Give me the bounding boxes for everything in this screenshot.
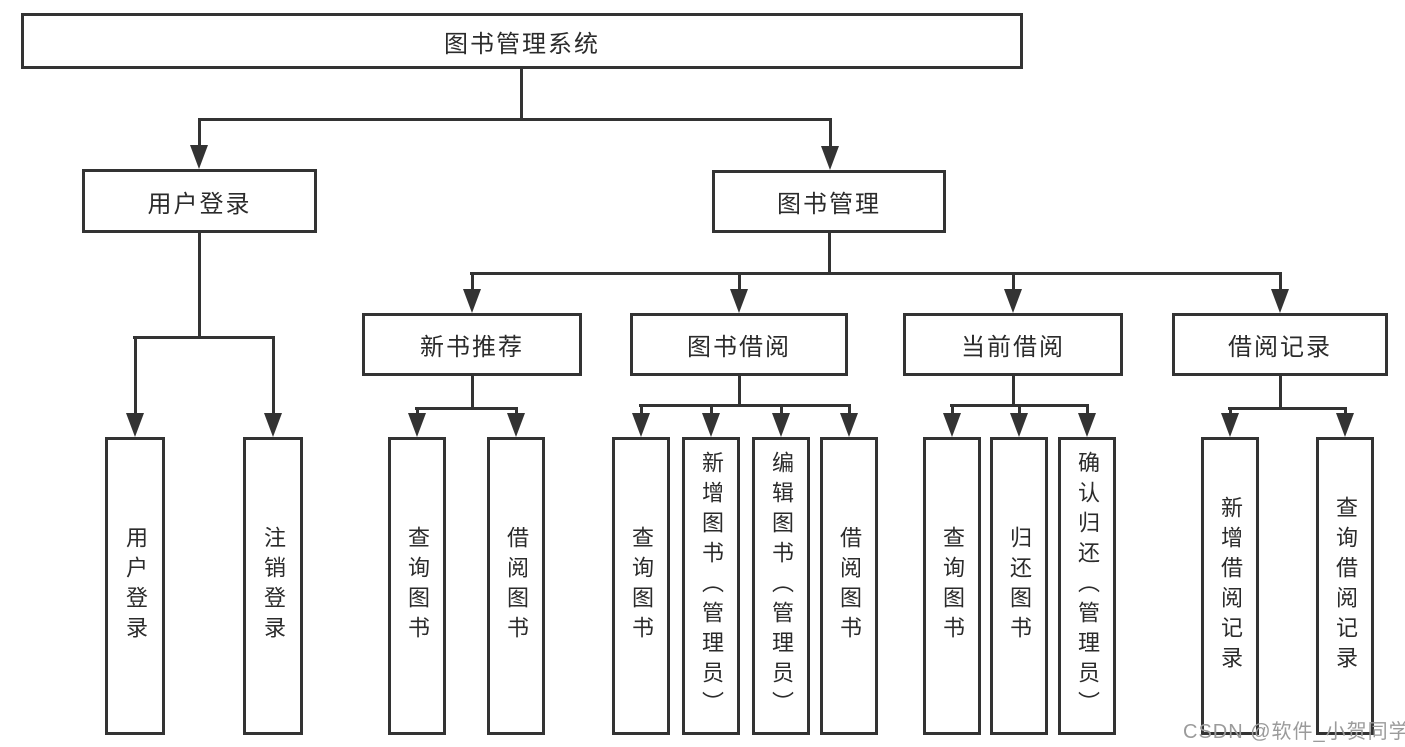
leaf-confirm-return-admin: 确认归还（管理员） <box>1058 437 1116 735</box>
arrowhead-down-icon <box>126 413 144 437</box>
connector-stem <box>1086 404 1089 414</box>
connector-stem <box>780 404 783 414</box>
connector-user-login-stem <box>198 233 201 336</box>
node-book-borrow-label: 图书借阅 <box>687 334 791 361</box>
node-user-login: 用户登录 <box>82 169 317 233</box>
leaf-add-books-admin: 新增图书（管理员） <box>682 437 740 735</box>
leaf-query-books-borrow: 查询图书 <box>612 437 670 735</box>
node-new-book-recommend-label: 新书推荐 <box>420 334 524 361</box>
leaf-user-login: 用户登录 <box>105 437 165 735</box>
connector-stem <box>951 404 954 414</box>
connector-stem <box>738 376 741 404</box>
node-current-borrow-label: 当前借阅 <box>961 334 1065 361</box>
node-user-login-label: 用户登录 <box>147 190 252 218</box>
connector-user-login-rail <box>133 336 275 339</box>
leaf-label: 新增图书（管理员） <box>699 451 724 721</box>
node-root: 图书管理系统 <box>21 13 1023 69</box>
arrowhead-down-icon <box>730 289 748 313</box>
arrowhead-down-icon <box>821 146 839 170</box>
connector-book-mgmt-rail <box>470 272 1282 275</box>
arrowhead-down-icon <box>943 413 961 437</box>
connector-stem <box>1018 404 1021 414</box>
node-new-book-recommend: 新书推荐 <box>362 313 582 376</box>
node-book-management-label: 图书管理 <box>777 191 881 218</box>
leaf-label: 借阅图书 <box>837 526 862 646</box>
connector-rail <box>415 407 518 410</box>
node-book-management: 图书管理 <box>712 170 946 233</box>
leaf-label: 归还图书 <box>1007 526 1032 646</box>
leaf-query-books-current: 查询图书 <box>923 437 981 735</box>
leaf-label: 查询图书 <box>629 526 654 646</box>
connector-stem <box>1012 272 1015 292</box>
connector-rail <box>639 404 851 407</box>
connector-stem <box>1279 272 1282 292</box>
arrowhead-down-icon <box>1221 413 1239 437</box>
arrowhead-down-icon <box>264 413 282 437</box>
leaf-query-borrow-record: 查询借阅记录 <box>1316 437 1374 735</box>
leaf-return-books: 归还图书 <box>990 437 1048 735</box>
arrowhead-down-icon <box>1078 413 1096 437</box>
connector-stem <box>198 118 201 147</box>
arrowhead-down-icon <box>1010 413 1028 437</box>
arrowhead-down-icon <box>463 289 481 313</box>
node-borrow-records: 借阅记录 <box>1172 313 1388 376</box>
leaf-query-books-recommend: 查询图书 <box>388 437 446 735</box>
leaf-label: 查询图书 <box>405 526 430 646</box>
connector-root-stem <box>520 69 523 118</box>
connector-stem <box>1279 376 1282 407</box>
arrowhead-down-icon <box>772 413 790 437</box>
connector-book-mgmt-stem <box>828 233 831 272</box>
connector-stem <box>1344 407 1347 415</box>
connector-stem <box>515 407 518 415</box>
arrowhead-down-icon <box>190 145 208 169</box>
connector-stem <box>738 272 741 292</box>
arrowhead-down-icon <box>1271 289 1289 313</box>
leaf-label: 确认归还（管理员） <box>1075 451 1100 721</box>
arrowhead-down-icon <box>1004 289 1022 313</box>
leaf-label: 新增借阅记录 <box>1218 496 1243 676</box>
connector-stem <box>829 118 832 147</box>
connector-stem <box>471 376 474 407</box>
leaf-label: 借阅图书 <box>504 526 529 646</box>
connector-stem <box>416 407 419 415</box>
arrowhead-down-icon <box>507 413 525 437</box>
leaf-borrow-books-recommend: 借阅图书 <box>487 437 545 735</box>
csdn-watermark: CSDN @软件_小贺同学 <box>1183 721 1405 743</box>
leaf-logout: 注销登录 <box>243 437 303 735</box>
leaf-label: 查询借阅记录 <box>1333 496 1358 676</box>
connector-stem <box>272 336 275 415</box>
leaf-label: 注销登录 <box>261 526 286 646</box>
connector-stem <box>640 404 643 414</box>
arrowhead-down-icon <box>408 413 426 437</box>
connector-stem <box>1229 407 1232 415</box>
leaf-borrow-books: 借阅图书 <box>820 437 878 735</box>
leaf-label: 查询图书 <box>940 526 965 646</box>
connector-stem <box>134 336 137 415</box>
node-book-borrow: 图书借阅 <box>630 313 848 376</box>
node-current-borrow: 当前借阅 <box>903 313 1123 376</box>
connector-stem <box>710 404 713 414</box>
arrowhead-down-icon <box>1336 413 1354 437</box>
connector-root-rail <box>198 118 832 121</box>
arrowhead-down-icon <box>702 413 720 437</box>
leaf-label: 用户登录 <box>123 526 148 646</box>
node-borrow-records-label: 借阅记录 <box>1228 334 1332 361</box>
leaf-add-borrow-record: 新增借阅记录 <box>1201 437 1259 735</box>
node-root-label: 图书管理系统 <box>444 30 600 58</box>
leaf-label: 编辑图书（管理员） <box>769 451 794 721</box>
arrowhead-down-icon <box>632 413 650 437</box>
connector-stem <box>848 404 851 414</box>
connector-stem <box>1012 376 1015 404</box>
connector-rail <box>1228 407 1347 410</box>
leaf-edit-books-admin: 编辑图书（管理员） <box>752 437 810 735</box>
arrowhead-down-icon <box>840 413 858 437</box>
connector-stem <box>471 272 474 292</box>
